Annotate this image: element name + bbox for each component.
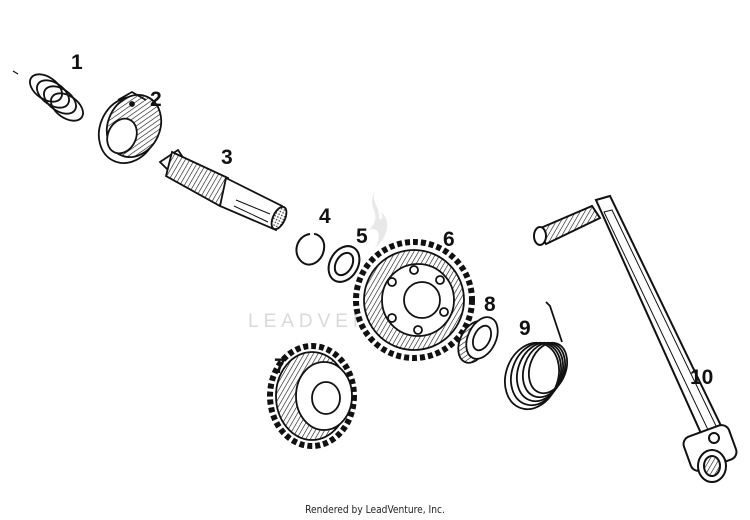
- part-5-washer: [322, 241, 365, 288]
- callout-5: 5: [356, 225, 368, 248]
- footer-credit: Rendered by LeadVenture, Inc.: [305, 503, 445, 516]
- watermark-flame-icon: [369, 192, 388, 248]
- part-8-bushing: [452, 312, 504, 368]
- part-2-ratchet: [88, 86, 171, 173]
- callout-3: 3: [221, 146, 233, 169]
- callout-9: 9: [519, 317, 531, 340]
- callout-7: 7: [274, 355, 286, 378]
- part-7-small-gear: [270, 346, 354, 446]
- callout-4: 4: [319, 205, 331, 228]
- callout-8: 8: [484, 293, 496, 316]
- part-1-spring: [25, 69, 88, 127]
- callout-10: 10: [690, 366, 714, 389]
- callout-6: 6: [443, 228, 455, 251]
- part-9-torsion-spring: [496, 302, 574, 417]
- part-6-large-gear: [356, 242, 472, 358]
- part-4-circlip: [296, 234, 324, 265]
- part-3-shaft: [160, 150, 290, 231]
- callout-1: 1: [71, 51, 83, 74]
- stray-mark: [13, 71, 18, 74]
- part-10-kick-lever: [534, 196, 739, 482]
- callout-2: 2: [150, 88, 162, 111]
